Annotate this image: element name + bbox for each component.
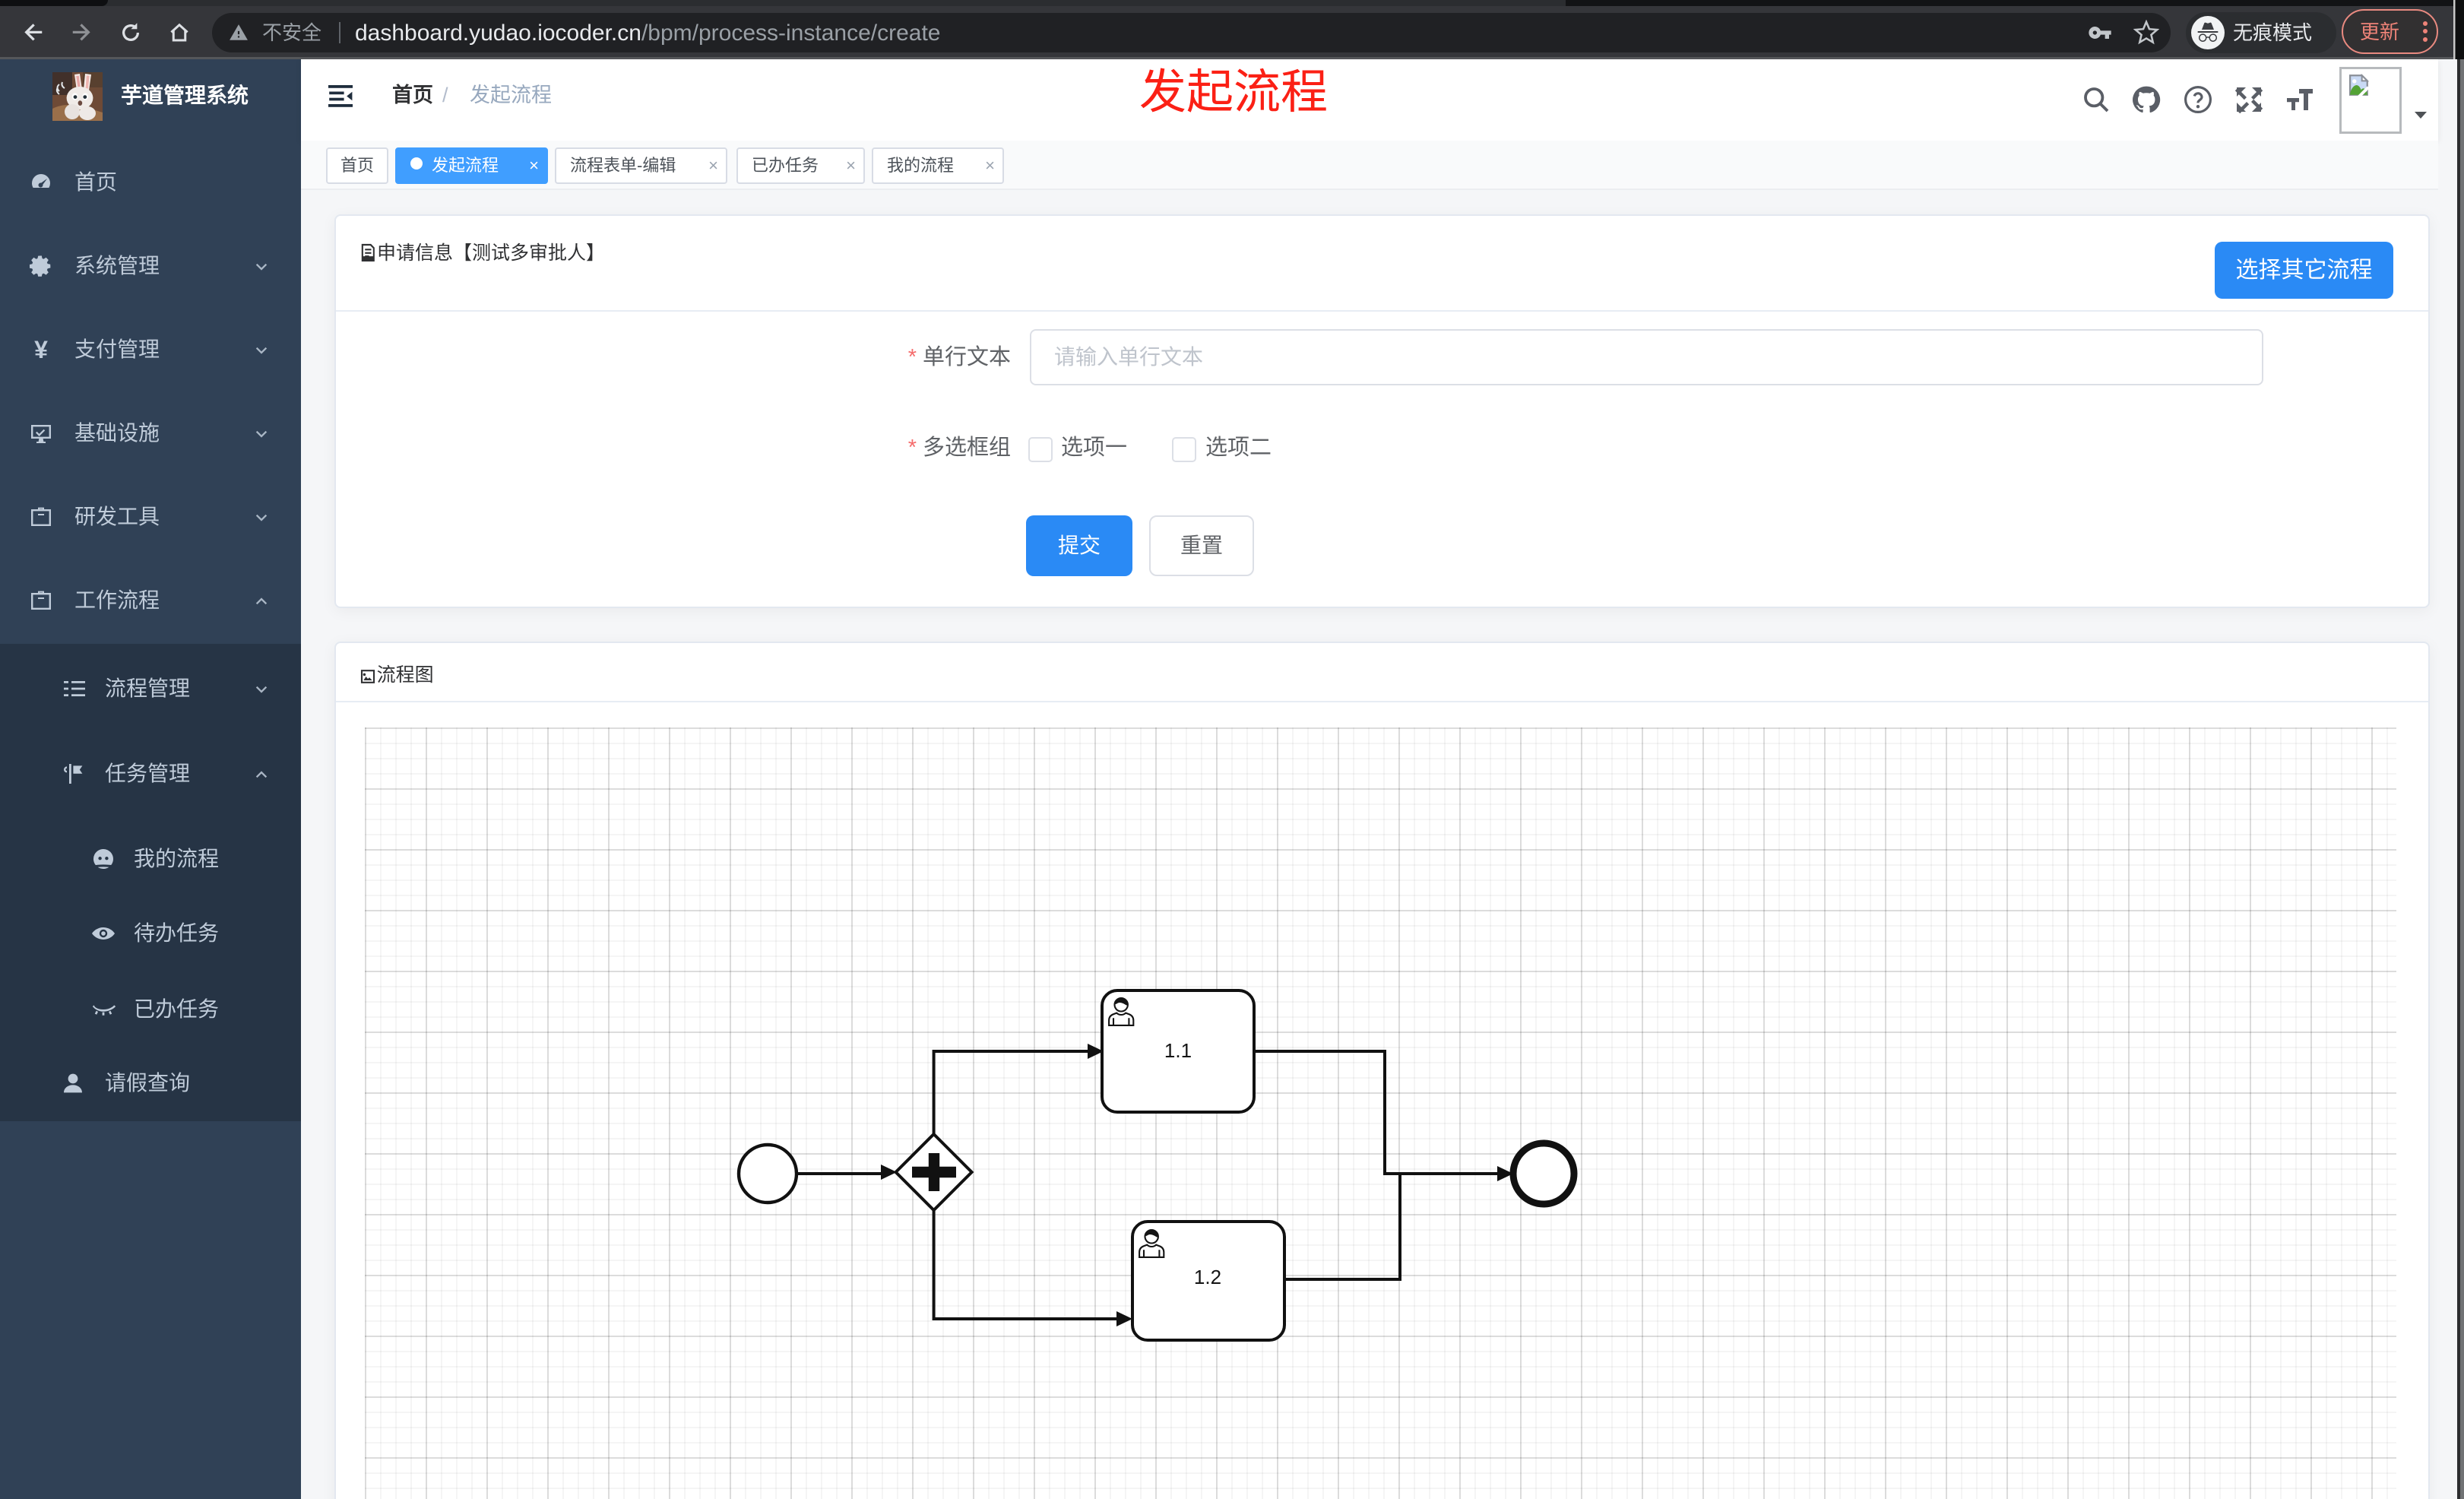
svg-text:1.2: 1.2 — [1194, 1266, 1221, 1288]
svg-text:1.1: 1.1 — [1164, 1039, 1192, 1062]
